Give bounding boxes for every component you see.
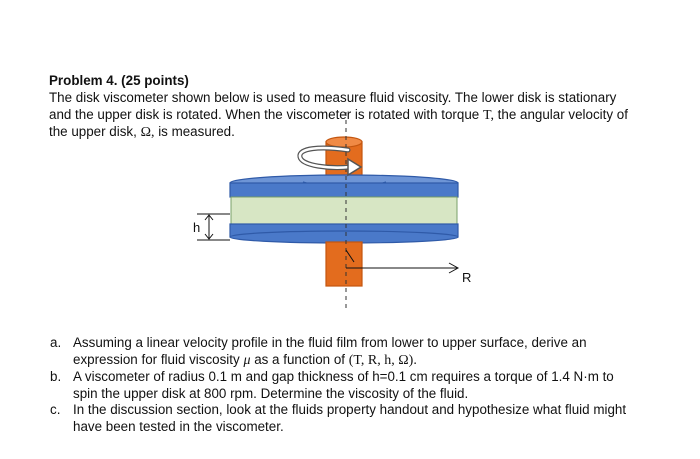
question-a-marker: a. (50, 335, 62, 350)
question-a-line-2: expression for fluid viscosity μ as a fu… (73, 352, 587, 370)
question-c-marker: c. (50, 402, 61, 417)
question-a-line-2a: expression for fluid viscosity (73, 351, 244, 367)
intro-line-3b: is measured. (154, 124, 235, 139)
radius-tick (345, 249, 355, 263)
rotation-arrowhead (347, 157, 363, 177)
question-b: b. A viscometer of radius 0.1 m and gap … (50, 369, 614, 402)
lower-disk-bottom (229, 230, 459, 244)
h-arrowhead-up (204, 214, 214, 221)
question-a-line-1: Assuming a linear velocity profile in th… (73, 335, 587, 350)
intro-line-2: and the upper disk is rotated. When the … (49, 106, 628, 124)
variables-tuple: (T, R, h, Ω). (348, 352, 417, 368)
question-b-marker: b. (50, 369, 62, 384)
question-a: a. Assuming a linear velocity profile in… (50, 335, 587, 370)
question-c-line-1: In the discussion section, look at the f… (73, 402, 627, 417)
h-arrowhead-down (204, 233, 214, 240)
upper-disk (229, 182, 459, 198)
problem-title: Problem 4. (25 points) (49, 73, 189, 88)
radius-arrowhead (448, 262, 460, 274)
intro-line-3: the upper disk, Ω, is measured. (49, 123, 235, 141)
intro-line-2a: and the upper disk is rotated. When the … (49, 107, 483, 122)
label-h: h (193, 220, 200, 235)
intro-line-2b: the angular velocity of (493, 107, 628, 122)
upper-shaft-top (325, 136, 363, 148)
question-b-line-1: A viscometer of radius 0.1 m and gap thi… (73, 369, 614, 384)
question-b-line-2: spin the upper disk at 800 rpm. Determin… (73, 385, 469, 401)
question-c-line-2: have been tested in the viscometer. (73, 418, 284, 434)
label-R: R (462, 270, 471, 285)
omega-symbol: Ω, (140, 125, 155, 140)
fluid-film (230, 196, 458, 225)
mu-symbol: μ (243, 352, 251, 368)
lower-shaft (325, 241, 363, 287)
intro-line-3a: the upper disk, (49, 124, 141, 139)
question-a-line-2b: as a function of (250, 351, 349, 367)
torque-symbol: T, (482, 108, 494, 123)
question-c: c. In the discussion section, look at th… (50, 402, 627, 435)
intro-line-1: The disk viscometer shown below is used … (49, 90, 617, 105)
